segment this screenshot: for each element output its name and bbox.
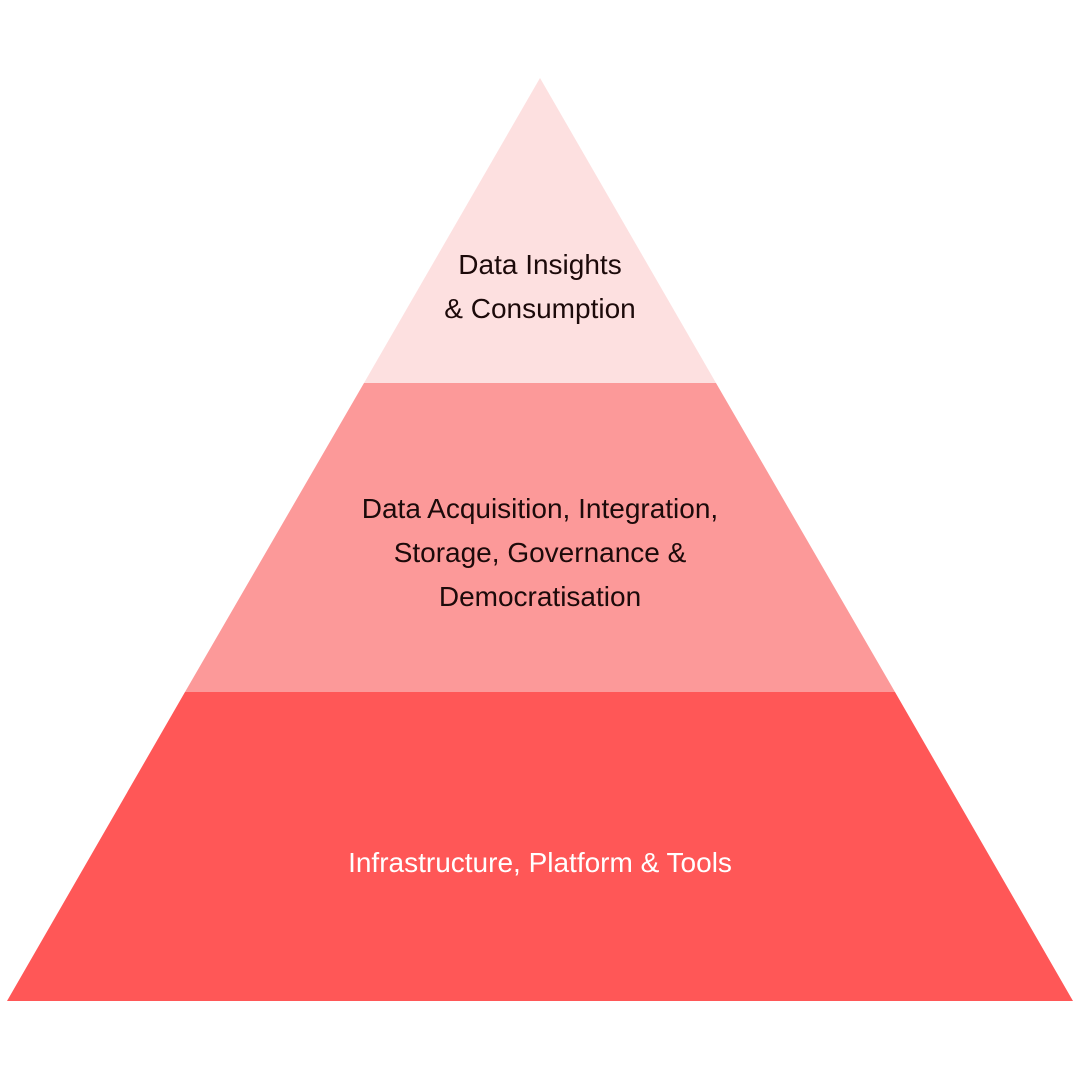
tier-bottom-shape	[7, 692, 1073, 1001]
tier-top-shape	[364, 78, 716, 383]
tier-top-label: Data Insights & Consumption	[0, 243, 1080, 331]
tier-bottom-label: Infrastructure, Platform & Tools	[0, 841, 1080, 885]
tier-middle-label-line: Data Acquisition, Integration,	[361, 493, 719, 524]
tier-middle-label: Data Acquisition, Integration, Storage, …	[0, 487, 1080, 619]
tier-top-label-line: Data Insights	[458, 249, 622, 280]
tier-middle-label-line: Storage, Governance &	[393, 537, 687, 568]
tier-top-label-line: & Consumption	[444, 293, 636, 324]
tier-bottom-label-line: Infrastructure, Platform & Tools	[348, 847, 732, 878]
tier-middle-label-line: Democratisation	[438, 581, 642, 612]
tier-middle-shape	[185, 383, 895, 692]
